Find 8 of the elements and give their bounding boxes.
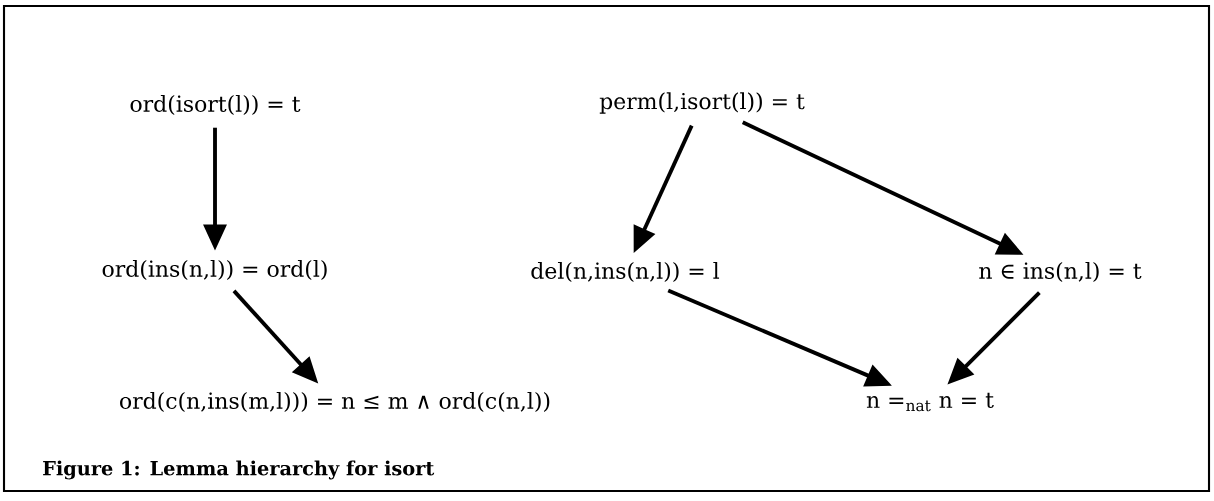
formula-text: n ∈ ins(n,l) = t xyxy=(979,261,1142,283)
formula-text: perm(l,isort(l)) = t xyxy=(599,92,805,114)
figure-caption: Figure 1: Lemma hierarchy for isort xyxy=(43,460,435,480)
formula-text: ord(ins(n,l)) = ord(l) xyxy=(102,259,327,281)
formula-text: n =$_{nat}$ n = t xyxy=(866,392,994,412)
formula-text: ord(c(n,ins(m,l))) = n ≤ m ∧ ord(c(n,l)) xyxy=(120,391,550,413)
formula-text: ord(isort(l)) = t xyxy=(130,94,301,116)
formula-text: del(n,ins(n,l)) = l xyxy=(531,261,720,283)
